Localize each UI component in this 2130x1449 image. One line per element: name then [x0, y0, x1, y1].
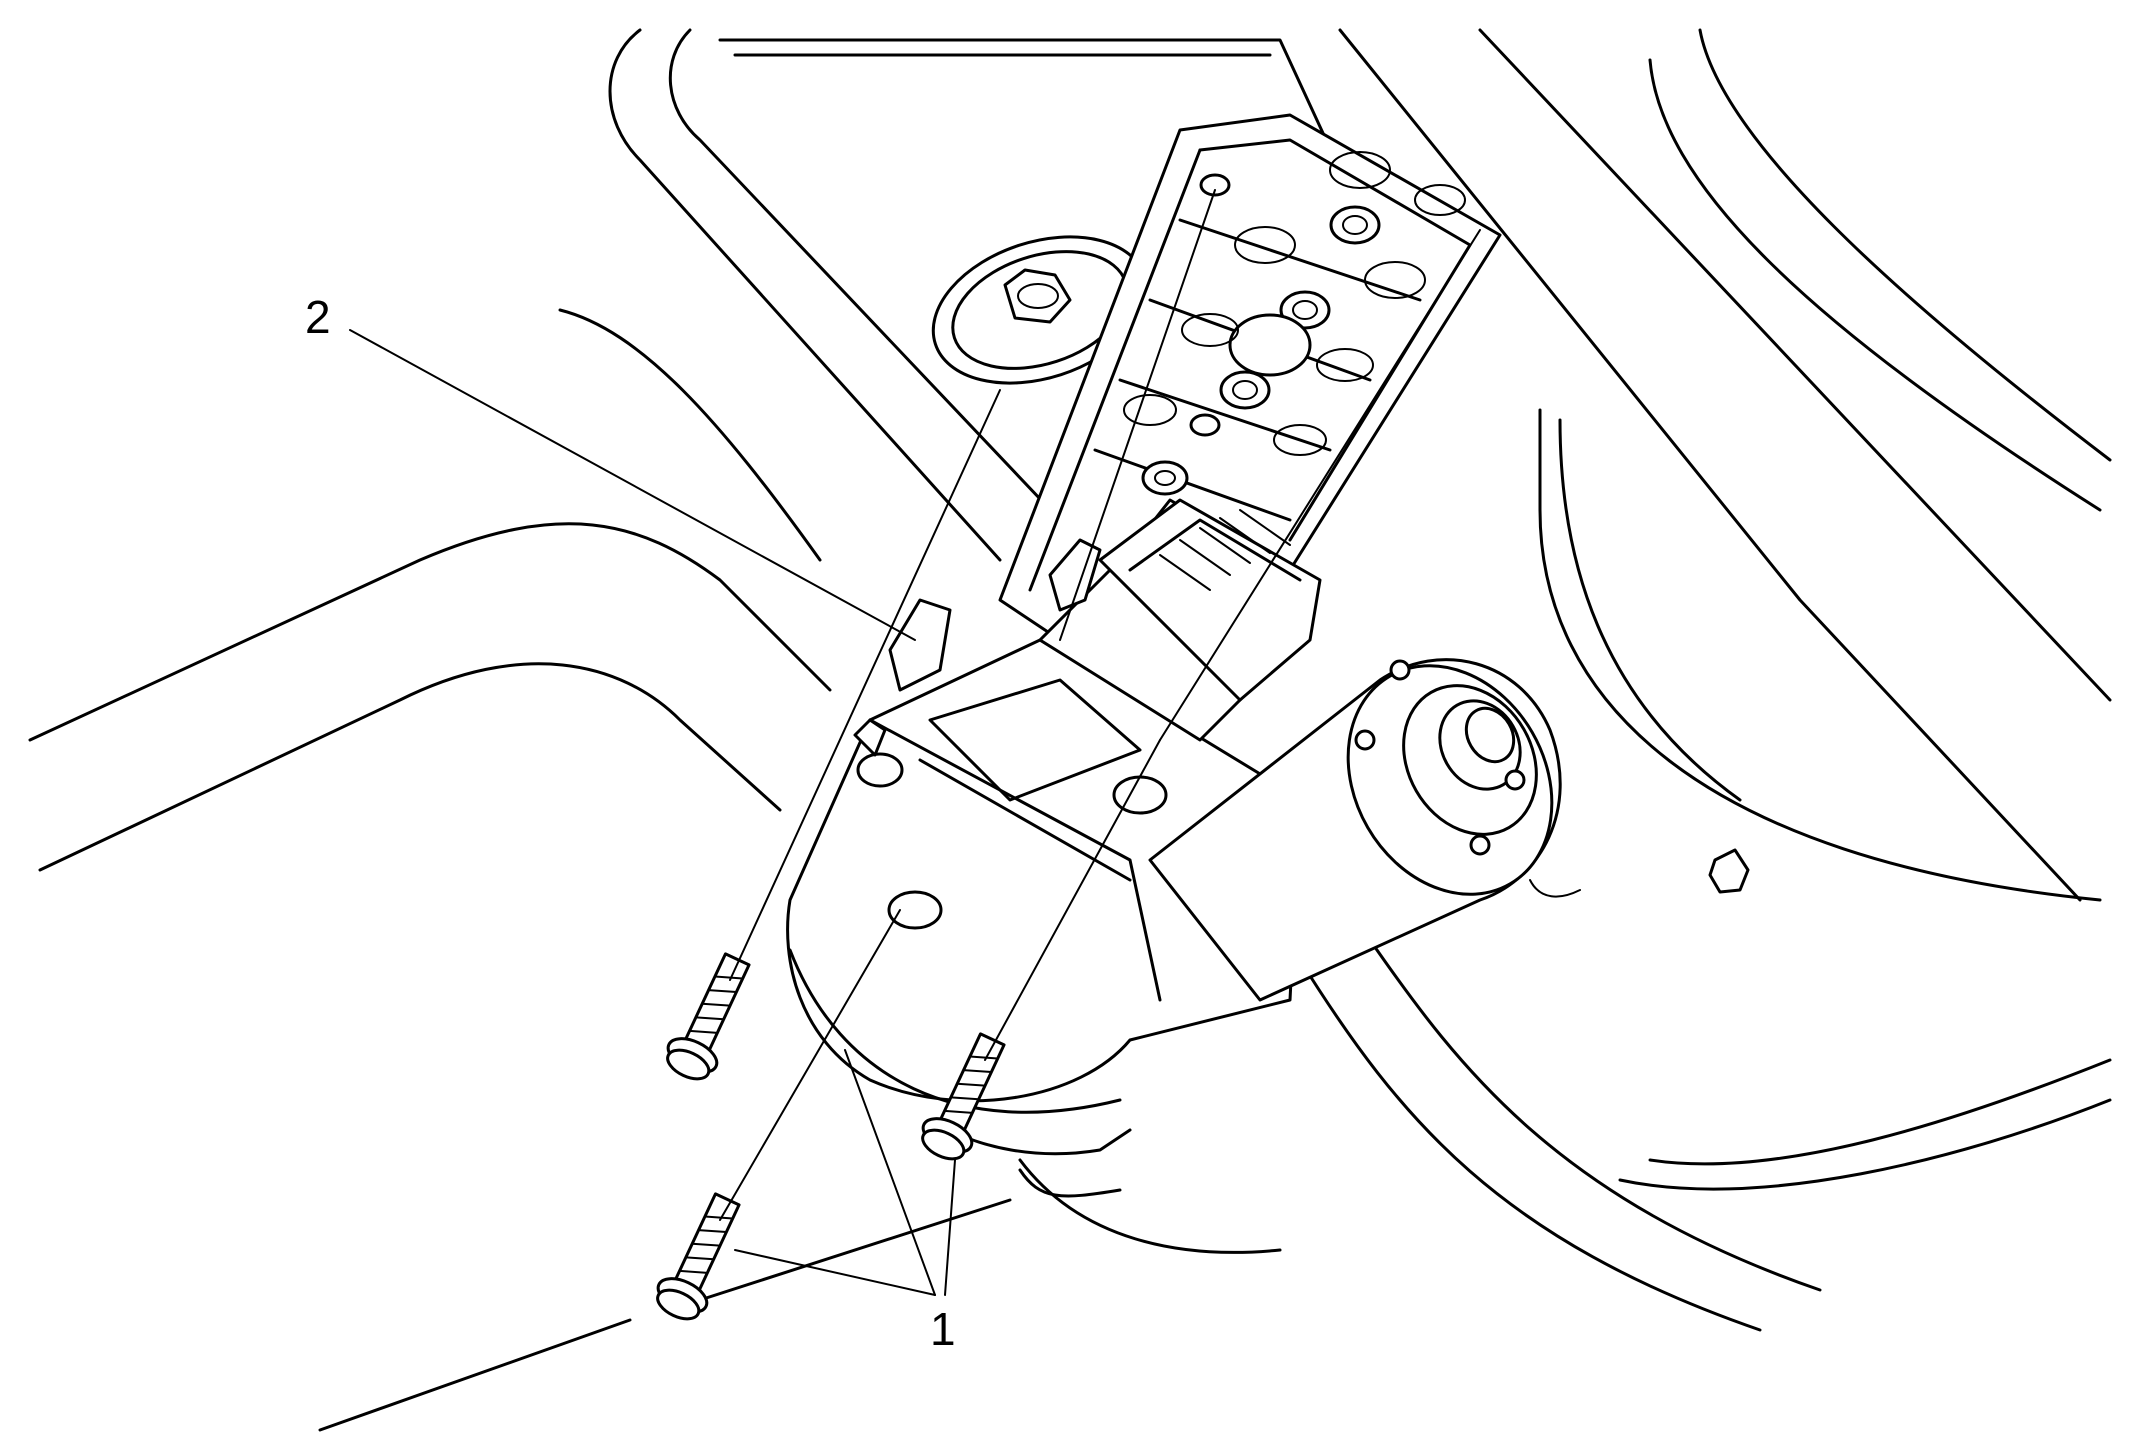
- callout-leaders: [349, 329, 956, 1296]
- bolt-3: [656, 1192, 741, 1321]
- callout-2: 2: [305, 291, 331, 343]
- bolt-2: [921, 1032, 1006, 1161]
- connector-ribs: [1159, 509, 1291, 591]
- motor-actuator-body: [786, 638, 1581, 1254]
- vehicle-body-outline: [28, 28, 2112, 1432]
- bolt-1: [666, 952, 751, 1081]
- fasteners: [656, 189, 1481, 1321]
- callout-1: 1: [930, 1303, 956, 1355]
- mounting-bracket: [998, 113, 1502, 642]
- electrical-connector: [853, 498, 1322, 757]
